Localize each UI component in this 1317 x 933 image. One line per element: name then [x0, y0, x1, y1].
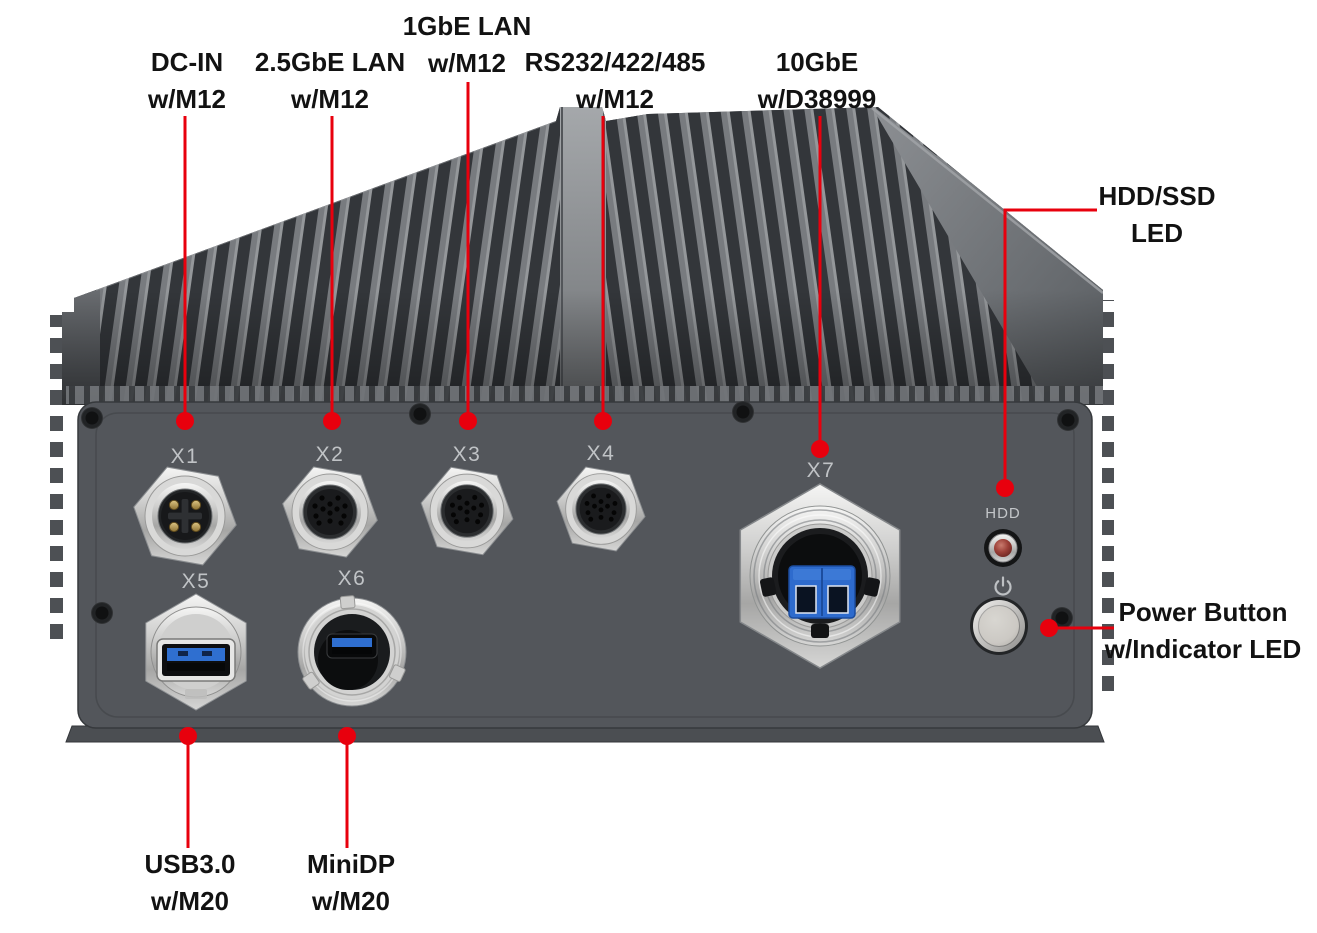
leader-dot-10gbe: [811, 440, 829, 458]
leader-dot-rs232: [594, 412, 612, 430]
callout-usb30: USB3.0 w/M20: [144, 846, 235, 920]
callout-dc-in: DC-IN w/M12: [148, 44, 226, 118]
callout-minidp: MiniDP w/M20: [307, 846, 395, 920]
callout-dc-in-line1: DC-IN: [150, 47, 224, 77]
leader-dot-minidp: [338, 727, 356, 745]
leader-dot-2-5gbe: [323, 412, 341, 430]
leader-line-hdd-led: [1003, 208, 1097, 488]
callout-hdd-led-line1: HDD/SSD: [1098, 181, 1216, 211]
left-edge-fins: [50, 315, 63, 645]
callout-1gbe-line1: 1GbE LAN: [402, 11, 532, 41]
leader-dot-1gbe: [459, 412, 477, 430]
callout-10gbe: 10GbE w/D38999: [758, 44, 877, 118]
leader-dot-hdd-led: [996, 479, 1014, 497]
callout-2-5gbe-line2: w/M12: [290, 84, 370, 114]
port-label-x7: X7: [807, 459, 836, 482]
led-indicator: [994, 539, 1012, 557]
leader-dot-power: [1040, 619, 1058, 637]
callout-usb-line2: w/M20: [150, 886, 230, 916]
callout-minidp-line2: w/M20: [311, 886, 391, 916]
leader-dot-usb: [179, 727, 197, 745]
callout-rs232: RS232/422/485 w/M12: [525, 44, 706, 118]
callout-10gbe-line1: 10GbE: [775, 47, 859, 77]
right-edge-fins: [1102, 300, 1114, 700]
callout-minidp-line1: MiniDP: [306, 849, 396, 879]
callout-1gbe-line2: w/M12: [427, 48, 507, 78]
power-icon: [994, 576, 1012, 596]
callout-2-5gbe-line1: 2.5GbE LAN: [254, 47, 406, 77]
callout-dc-in-line2: w/M12: [147, 84, 227, 114]
port-label-x5: X5: [182, 570, 211, 593]
callout-power-line2: w/Indicator LED: [1104, 634, 1302, 664]
connector-x1-dc-in: [133, 466, 237, 566]
usb-a-receptacle: [156, 638, 236, 682]
callout-1gbe-lan: 1GbE LAN w/M12: [403, 8, 532, 82]
callout-rs232-line2: w/M12: [575, 84, 655, 114]
minidp-receptacle: [326, 633, 378, 659]
connector-x5-usb: [145, 593, 247, 711]
callout-rs232-line1: RS232/422/485: [524, 47, 706, 77]
callout-hdd-led-line2: LED: [1130, 218, 1183, 248]
port-label-x3: X3: [453, 443, 482, 466]
leader-lines: [176, 82, 1114, 848]
leader-dot-dc-in: [176, 412, 194, 430]
connector-x7-10gbe: [739, 483, 901, 669]
connector-x6-minidp: [297, 595, 407, 707]
callout-hdd-ssd-led: HDD/SSD LED: [1098, 178, 1215, 252]
port-label-x1: X1: [171, 445, 200, 468]
port-label-x4: X4: [587, 442, 616, 465]
lc-duplex-fiber: [788, 565, 856, 619]
power-button: [970, 597, 1028, 655]
hdd-led: [984, 529, 1022, 567]
fin-front-ends: [66, 386, 1103, 404]
callout-2-5gbe-lan: 2.5GbE LAN w/M12: [255, 44, 405, 118]
port-label-x6: X6: [338, 567, 367, 590]
callout-power-button: Power Button w/Indicator LED: [1105, 594, 1301, 668]
callout-usb-line1: USB3.0: [144, 849, 236, 879]
heatsink: [62, 107, 1103, 405]
callout-10gbe-line2: w/D38999: [757, 84, 877, 114]
callout-power-line1: Power Button: [1118, 597, 1288, 627]
hdd-led-label: HDD: [985, 505, 1021, 522]
port-label-x2: X2: [316, 443, 345, 466]
